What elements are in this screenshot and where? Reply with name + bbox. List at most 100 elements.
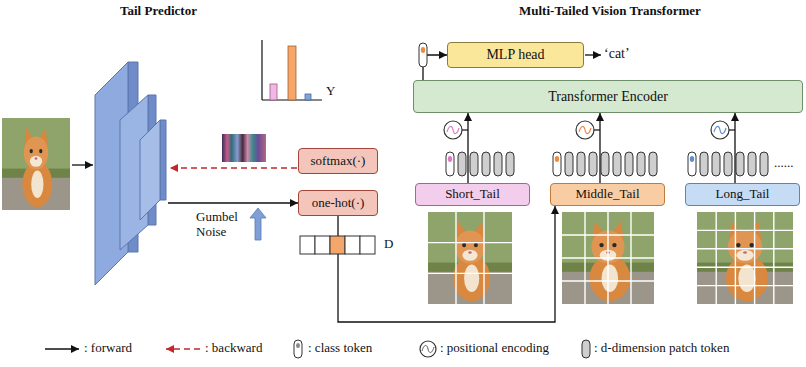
- tail-cat-images: [562, 212, 654, 304]
- positional-encoding-link: [729, 129, 735, 130]
- class-token: [688, 152, 696, 176]
- tail-box: Middle_Tail: [550, 183, 665, 206]
- positional-encoding-link: [594, 129, 600, 130]
- node-text: one-hot(·): [312, 196, 365, 210]
- node-text: MLP head: [486, 47, 544, 62]
- patch-grid-line: [562, 257, 654, 258]
- backward-arrow: [170, 167, 297, 169]
- one-hot-vector: [315, 236, 330, 254]
- patch-grid-line: [697, 248, 793, 249]
- positional-encoding-link: [462, 129, 468, 130]
- patch-grid-line: [735, 212, 736, 304]
- flow-arrow: [734, 113, 735, 183]
- class-token: [690, 156, 694, 162]
- patch-token: [589, 152, 597, 176]
- patch-grid-line: [716, 212, 717, 304]
- node-text: Transformer Encoder: [548, 89, 668, 104]
- patch-token: [577, 152, 585, 176]
- class-token-sample: [296, 343, 300, 348]
- patch-token: [712, 152, 720, 176]
- tail-cat-images: [428, 212, 512, 304]
- mlp-head-box: MLP head: [447, 42, 584, 68]
- positional-encoding: [447, 126, 459, 133]
- class-token: [553, 152, 561, 176]
- positional-encoding: [711, 121, 729, 139]
- legend-samples: [45, 340, 590, 358]
- node-text: Short_Tail: [445, 187, 500, 201]
- patch-token: [760, 152, 768, 176]
- softmax-box: softmax(·): [298, 148, 378, 174]
- flow-arrow: [338, 206, 555, 322]
- backward-sample: [166, 348, 200, 350]
- patch-token: [482, 152, 490, 176]
- class-token: [446, 152, 454, 176]
- section-title: Tail Predictor: [120, 4, 197, 19]
- patch-token: [724, 152, 732, 176]
- forward-arrow: [168, 202, 298, 203]
- one-hot-vector: [345, 236, 360, 254]
- one-hot-vector: [330, 236, 345, 254]
- tail-box: Short_Tail: [415, 183, 530, 206]
- patch-token: [748, 152, 756, 176]
- probability-histogram: [262, 40, 322, 100]
- class-token-sample: [294, 340, 302, 358]
- gumbel-noise-image: [222, 134, 266, 162]
- positional-encoding: [576, 121, 594, 139]
- patch-token: [565, 152, 573, 176]
- patch-grid-line: [773, 212, 774, 304]
- cnn-layers: [160, 120, 166, 200]
- legend-text: : d-dimension patch token: [594, 341, 729, 356]
- noise-add-arrow: [250, 208, 266, 240]
- forward-sample: [45, 348, 79, 349]
- output-label: ‘cat’: [604, 46, 630, 62]
- one-hot-vector: [300, 236, 315, 254]
- patch-grid-line: [428, 273, 512, 274]
- tail-cat-images: [697, 212, 793, 304]
- output-arrow: [585, 54, 601, 55]
- input-cat-image: [2, 118, 70, 210]
- patch-grid-line: [630, 212, 631, 304]
- output-class-token: [419, 43, 427, 67]
- encoder-box: Transformer Encoder: [413, 80, 803, 113]
- cnn-layers: [95, 62, 166, 285]
- patch-grid-line: [697, 267, 793, 268]
- flow-arrow: [599, 113, 600, 183]
- patch-token: [637, 152, 645, 176]
- patch-grid-line: [697, 230, 793, 231]
- ellipsis: ......: [774, 156, 794, 171]
- legend-text: : forward: [84, 341, 132, 356]
- cnn-layers: [140, 120, 160, 220]
- patch-token: [470, 152, 478, 176]
- axis-label: Y: [326, 84, 335, 99]
- class-token: [448, 156, 452, 162]
- node-text: Middle_Tail: [575, 187, 639, 201]
- patch-token: [494, 152, 502, 176]
- positional-encoding: [579, 126, 591, 133]
- probability-histogram: [305, 94, 311, 100]
- node-text: Long_Tail: [716, 187, 770, 201]
- section-title: Multi-Tailed Vision Transformer: [519, 4, 701, 19]
- one-hot-vector: [300, 236, 375, 254]
- patch-grid-line: [697, 285, 793, 286]
- positional-encoding: [714, 126, 726, 133]
- patch-grid-line: [562, 280, 654, 281]
- class-token: [555, 156, 559, 162]
- vector-label: D: [384, 237, 393, 252]
- patch-token: [601, 152, 609, 176]
- patch-token: [458, 152, 466, 176]
- probability-histogram: [288, 46, 296, 100]
- legend-text: : class token: [308, 341, 372, 356]
- patch-token-sample: [582, 340, 590, 358]
- one-hot-box: one-hot(·): [298, 190, 378, 216]
- input-arrow: [72, 164, 93, 165]
- probability-histogram: [261, 40, 262, 100]
- tail-box: Long_Tail: [685, 183, 800, 206]
- positional-encoding: [444, 121, 462, 139]
- input-cat-image: [2, 118, 70, 210]
- patch-grid-line: [483, 212, 484, 304]
- probability-histogram: [270, 84, 277, 100]
- patch-token: [700, 152, 708, 176]
- one-hot-vector: [360, 236, 375, 254]
- patch-grid-line: [455, 212, 456, 304]
